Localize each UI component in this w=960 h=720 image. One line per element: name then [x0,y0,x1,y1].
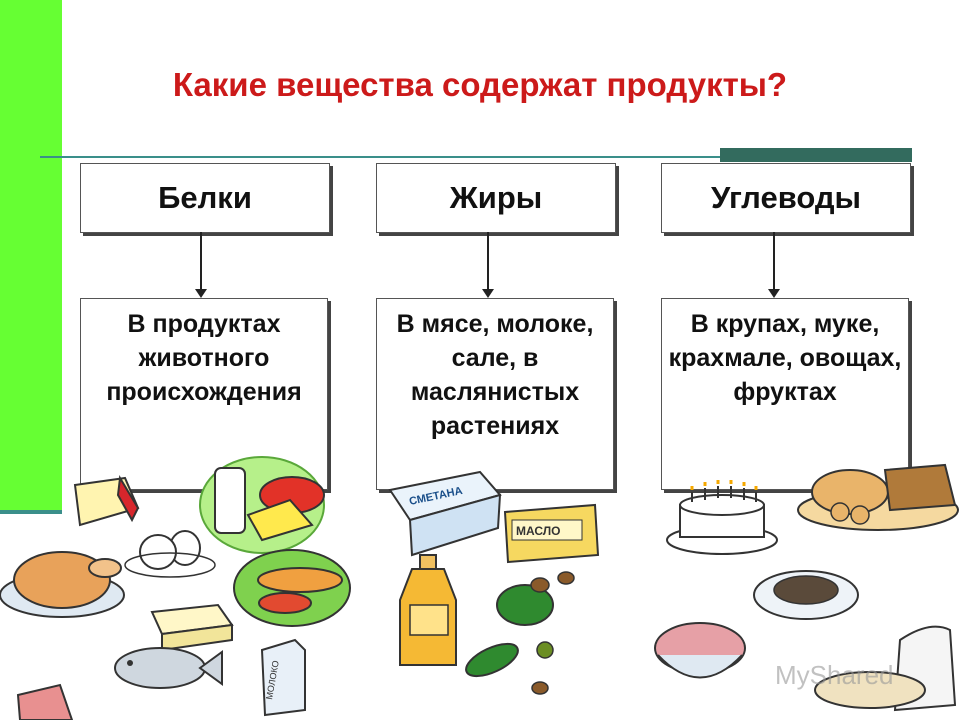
header-rule-accent [720,148,912,162]
header-rule [40,156,912,158]
side-bar [0,0,62,512]
page-title: Какие вещества содержат продукты? [172,66,788,103]
pasta-bowl-icon [654,622,746,679]
oil-bottle-icon [399,554,457,666]
roast-chicken-icon [0,551,125,618]
butter-pack-icon: МАСЛО [503,503,600,564]
butter-pack-label: МАСЛО [516,524,560,538]
text-carbs: В крупах, муке, крахмале, овощах, фрукта… [661,298,909,490]
watermark: MyShared [775,660,894,690]
header-proteins: Белки [80,163,330,233]
text-proteins: В продуктах животного происхождения [80,298,328,490]
cake-icon [666,480,778,555]
fish-icon [114,647,223,689]
side-bar-edge [0,510,62,514]
milk-cheese-icon [199,456,325,554]
arrow-proteins [195,232,207,298]
arrow-carbs [768,232,780,298]
buckwheat-plate-icon [753,570,859,620]
header-fats: Жиры [376,163,616,233]
header-carbs: Углеводы [661,163,911,233]
text-fats: В мясе, молоке, сале, в маслянистых раст… [376,298,614,490]
olive-branch-icon [465,641,554,695]
arrow-fats [482,232,494,298]
cheese-icon [73,474,140,527]
bread-icon [797,463,959,531]
hazelnut-icon [496,571,575,626]
sour-cream-icon: СМЕТАНА [388,470,502,557]
seafood-icon [233,549,351,627]
milk-carton-icon: МОЛОКО [260,638,306,717]
butter-icon [150,603,234,652]
eggs-icon [124,530,216,578]
food-illustrations: МОЛОКО СМЕТАНА МАСЛО [0,456,959,720]
flour-bag-icon [814,625,957,712]
meat-icon [16,683,74,720]
